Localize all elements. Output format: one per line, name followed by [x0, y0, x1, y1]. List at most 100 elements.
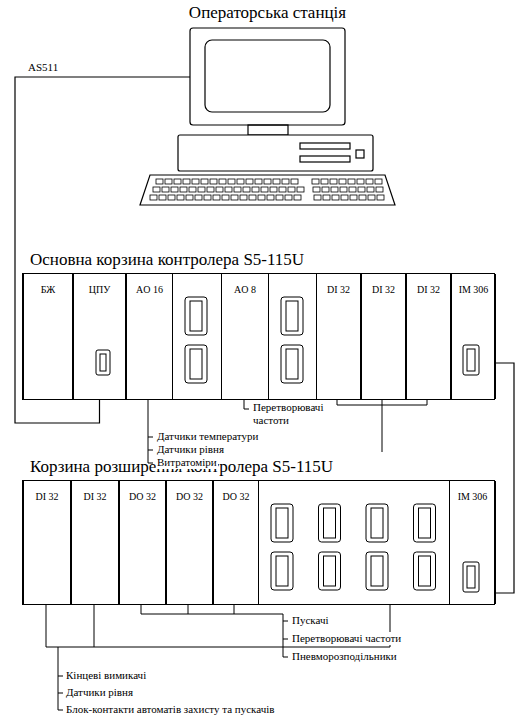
- key: [246, 179, 253, 184]
- key: [249, 195, 256, 200]
- io-module: DI 32: [23, 481, 71, 604]
- rack-title: Основна корзина контролера S5-115U: [30, 250, 304, 270]
- key: [294, 195, 301, 200]
- key: [366, 179, 373, 184]
- key: [313, 187, 320, 192]
- key: [222, 195, 229, 200]
- key: [350, 195, 357, 200]
- controller-rack: Основна корзина контролера S5-115UБЖЦПУA…: [22, 273, 495, 400]
- key: [213, 195, 220, 200]
- key: [321, 179, 328, 184]
- key: [359, 195, 366, 200]
- key: [243, 187, 250, 192]
- operator-station: Операторська станція: [190, 0, 345, 205]
- slot-connector: [281, 297, 303, 335]
- key: [165, 179, 172, 184]
- slot-connector-inner: [419, 508, 431, 538]
- slot-connector: [366, 552, 388, 590]
- key: [177, 195, 184, 200]
- key: [288, 187, 295, 192]
- key: [330, 179, 337, 184]
- signal-label: Пускачі: [291, 614, 330, 627]
- cpu-port: [96, 350, 110, 375]
- key: [198, 187, 205, 192]
- key: [282, 179, 289, 184]
- operator-computer: [140, 28, 395, 205]
- key: [234, 187, 241, 192]
- key: [171, 187, 178, 192]
- slot-connector: [185, 345, 207, 383]
- io-module: БЖ: [23, 274, 73, 399]
- key: [228, 179, 235, 184]
- key: [270, 187, 277, 192]
- slot-connector-inner: [324, 508, 336, 538]
- module-label: ЦПУ: [74, 274, 125, 296]
- key: [237, 179, 244, 184]
- module-label: IM 306: [452, 274, 495, 296]
- io-module: AO 16: [126, 274, 173, 399]
- slot-connector-inner: [286, 301, 298, 331]
- key: [276, 195, 283, 200]
- slot-connector: [414, 552, 436, 590]
- key: [186, 195, 193, 200]
- key: [210, 179, 217, 184]
- key: [240, 195, 247, 200]
- io-module: DI 32: [406, 274, 451, 399]
- slot-connector: [271, 552, 293, 590]
- key: [332, 195, 339, 200]
- io-module: ЦПУ: [73, 274, 126, 399]
- key: [314, 195, 321, 200]
- key: [297, 187, 304, 192]
- key: [183, 179, 190, 184]
- monitor-screen: [205, 40, 330, 112]
- key: [273, 179, 280, 184]
- module-label: DO 32: [120, 481, 165, 503]
- key: [231, 195, 238, 200]
- monitor-housing: [190, 28, 345, 125]
- module-label: DI 32: [362, 274, 405, 296]
- module-label: DI 32: [317, 274, 360, 296]
- signal-label: Витратоміри: [156, 456, 218, 469]
- key: [204, 195, 211, 200]
- power-button: [356, 150, 364, 158]
- keyboard-keys: [150, 179, 384, 200]
- slot-connector-inner: [371, 556, 383, 586]
- key: [180, 187, 187, 192]
- key: [258, 195, 265, 200]
- io-module: DO 32: [213, 481, 259, 604]
- key: [279, 187, 286, 192]
- key: [340, 187, 347, 192]
- key: [261, 187, 268, 192]
- io-module: IM 306: [451, 274, 496, 399]
- module-label: DI 32: [24, 481, 70, 503]
- io-module: AO 8: [221, 274, 269, 399]
- signal-label: Пневморозподільники: [291, 650, 398, 663]
- slot-connector: [319, 552, 341, 590]
- monitor-neck: [248, 125, 288, 135]
- leader-line: [148, 400, 153, 463]
- interface-port: [463, 345, 479, 375]
- key: [219, 179, 226, 184]
- key: [368, 195, 375, 200]
- io-module: DI 32: [71, 481, 119, 604]
- key: [264, 179, 271, 184]
- slot-connector-inner: [286, 349, 298, 379]
- signal-label: Блок-контакти автоматів захисту та пуска…: [65, 703, 276, 716]
- key: [252, 187, 259, 192]
- cpu-port-inner: [100, 354, 106, 371]
- io-module: DO 32: [119, 481, 166, 604]
- module-label: AO 8: [222, 274, 268, 296]
- key: [189, 187, 196, 192]
- leader-lines: [46, 400, 427, 710]
- interface-port-inner: [467, 349, 475, 371]
- key: [255, 179, 262, 184]
- slot-connector: [271, 504, 293, 542]
- key: [192, 179, 199, 184]
- key: [376, 187, 383, 192]
- module-label: DI 32: [407, 274, 450, 296]
- module-label: AO 16: [127, 274, 172, 296]
- key: [153, 187, 160, 192]
- key: [312, 179, 319, 184]
